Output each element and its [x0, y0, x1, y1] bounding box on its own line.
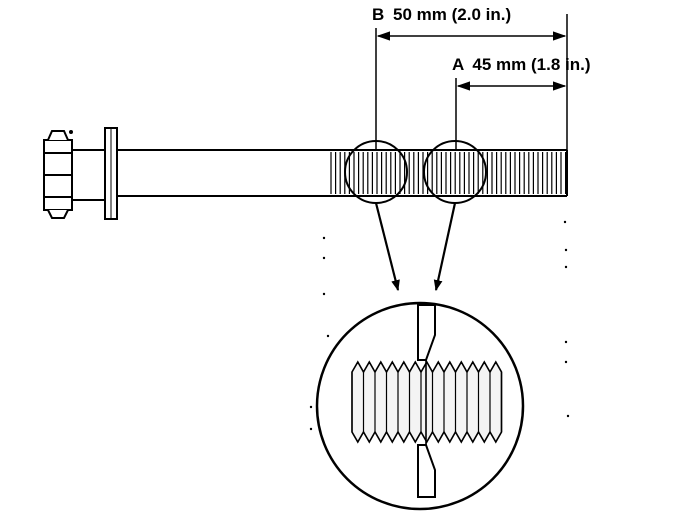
zoom-gauge-blade [417, 304, 436, 498]
dimension-b-label: B 50 mm (2.0 in.) [372, 5, 511, 24]
arrow-a-to-zoom [433, 202, 457, 292]
arrow-b-to-zoom [374, 202, 400, 292]
construction-marks [309, 220, 570, 431]
washer-icon [104, 127, 118, 220]
dimension-b-value: 50 mm (2.0 in.) [393, 5, 511, 24]
arrow-icon [374, 202, 457, 292]
dimension-a-letter: A [452, 55, 464, 74]
magnifier-circle-icon [315, 301, 525, 511]
dimension-a-label: A 45 mm (1.8 in.) [452, 55, 591, 74]
bolt [43, 127, 568, 220]
bolt-head-icon [43, 130, 106, 219]
dimension-b-letter: B [372, 5, 384, 24]
bolt-shank-icon [117, 149, 568, 197]
extension-lines [375, 14, 568, 150]
dimension-a-value: 45 mm (1.8 in.) [472, 55, 590, 74]
